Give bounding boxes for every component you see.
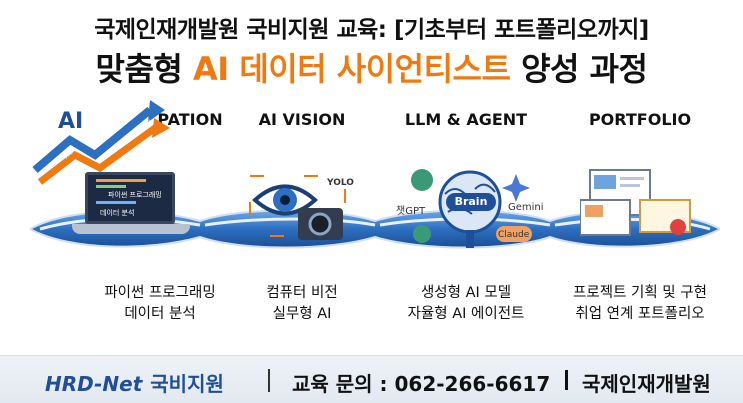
stage-vision: AI VISION xyxy=(212,110,392,132)
logo-text: HRD-Net xyxy=(45,372,143,396)
desc-llm-line2: 자율형 AI 에이전트 xyxy=(407,306,525,322)
logo-claude: Claude xyxy=(498,230,530,240)
contact-info: 교육 문의 : 062-266-6617 xyxy=(292,372,551,396)
laptop-keyboard xyxy=(72,224,190,234)
desc-llm-line1: 생성형 AI 모델 xyxy=(420,285,512,301)
portfolio-graphic xyxy=(580,169,691,236)
ai-label: AI xyxy=(58,109,84,134)
divider xyxy=(565,370,568,390)
subtitle-part1: 맞춤형 xyxy=(95,50,193,88)
desc-portfolio-line1: 프로젝트 기획 및 구현 xyxy=(573,285,707,301)
stage-title-llm: LLM & AGENT xyxy=(404,110,528,129)
yolo-tag: YOLO xyxy=(327,178,354,188)
desc-python-line2: 데이터 분석 xyxy=(124,306,196,322)
screen-text-data: 데이터 분석 xyxy=(100,209,135,217)
brain-label: Brain xyxy=(446,193,496,211)
desc-llm: 생성형 AI 모델 자율형 AI 에이전트 xyxy=(376,283,556,325)
logo-gemini: Gemini xyxy=(508,202,544,213)
laptop-screen: 파이썬 프로그래밍 데이터 분석 xyxy=(85,172,175,224)
stage-portfolio: PORTFOLIO xyxy=(550,110,730,132)
subtitle-part3: 양성 과정 xyxy=(510,50,648,88)
page-title: 국제인재개발원 국비지원 교육: [기초부터 포트폴리오까지] xyxy=(94,17,649,43)
stage-title-vision: AI VISION xyxy=(258,110,346,129)
org-name: 국제인재개발원 xyxy=(582,372,711,396)
footer-bar: HRD-Net 국비지원 교육 문의 : 062-266-6617 국제인재개발원 xyxy=(0,355,743,403)
hrd-net-logo[interactable]: HRD-Net 국비지원 xyxy=(45,368,224,397)
desc-portfolio-line2: 취업 연계 포트폴리오 xyxy=(575,306,705,322)
desc-portfolio: 프로젝트 기획 및 구현 취업 연계 포트폴리오 xyxy=(540,283,740,325)
subtitle-highlight: AI 데이터 사이언티스트 xyxy=(193,50,511,88)
growth-arrows-graphic: JOB TRANSITION JOB SKILLS xyxy=(32,100,170,185)
stage-title-portfolio: PORTFOLIO xyxy=(588,110,692,129)
stage-python: PATION xyxy=(70,110,250,132)
desc-python-line1: 파이썬 프로그래밍 xyxy=(104,285,216,301)
logo-chatgpt: 챗GPT xyxy=(396,206,426,217)
arrow-word-job: JOB xyxy=(63,149,75,160)
page-subtitle: 맞춤형 AI 데이터 사이언티스트 양성 과정 xyxy=(0,44,743,90)
desc-vision-line2: 실무형 AI xyxy=(272,306,332,322)
desc-vision: 컴퓨터 비전 실무형 AI xyxy=(212,283,392,325)
desc-python: 파이썬 프로그래밍 데이터 분석 xyxy=(70,283,250,325)
eye-camera-graphic xyxy=(249,175,346,240)
logo-kr-text: 국비지원 xyxy=(150,372,224,396)
divider xyxy=(268,369,270,392)
stage-title-python: PATION xyxy=(157,110,223,129)
stage-llm: LLM & AGENT xyxy=(376,110,556,132)
screen-text-python: 파이썬 프로그래밍 xyxy=(108,191,162,199)
desc-vision-line1: 컴퓨터 비전 xyxy=(266,285,338,301)
